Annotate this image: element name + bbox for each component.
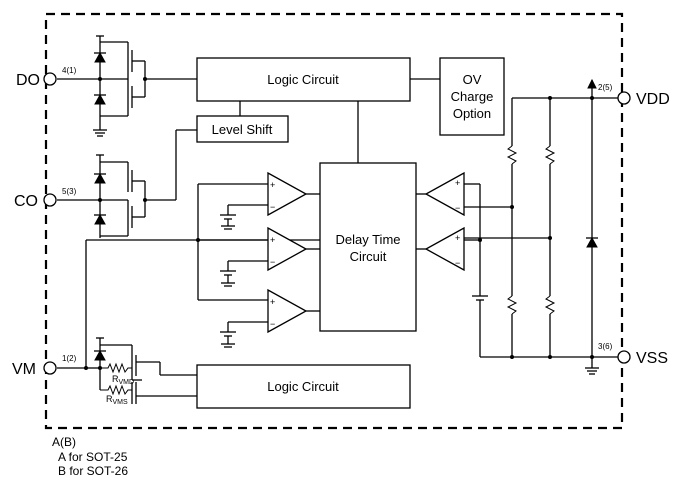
do-pin-label: DO xyxy=(16,72,40,89)
rcomp2-minus: − xyxy=(455,258,460,268)
vm-pin-label: VM xyxy=(12,361,36,378)
co-pin-label: CO xyxy=(14,193,38,210)
rcomp2-plus: + xyxy=(455,233,460,243)
rcomp1-plus: + xyxy=(455,178,460,188)
comp2-minus: − xyxy=(270,257,275,267)
vss-pin xyxy=(617,350,631,364)
vss-pin-number: 3(6) xyxy=(598,342,613,351)
note-line2: A for SOT-25 xyxy=(58,450,128,464)
ov-charge-option-block xyxy=(439,57,505,136)
comp2-plus: + xyxy=(270,235,275,245)
power-rails xyxy=(480,78,618,375)
co-pin-number: 5(3) xyxy=(62,187,77,196)
level-shift-label: Level Shift xyxy=(212,122,273,137)
vdd-pin-number: 2(5) xyxy=(598,83,613,92)
ov-label-line2: Charge xyxy=(451,89,494,104)
vm-pin-number: 1(2) xyxy=(62,354,77,363)
comp1-minus: − xyxy=(270,202,275,212)
note-line3: B for SOT-26 xyxy=(58,464,128,478)
vm-pin xyxy=(43,361,57,375)
left-comparators: + − + − + − xyxy=(196,171,320,348)
rvms-label: RVMS xyxy=(106,394,128,406)
co-output-stage xyxy=(57,129,197,238)
rcomp1-minus: − xyxy=(455,203,460,213)
delay-label-line1: Delay Time xyxy=(335,232,400,247)
vss-pin-label: VSS xyxy=(636,350,668,367)
ov-label-line3: Option xyxy=(453,106,491,121)
vdd-pin-label: VDD xyxy=(636,91,670,108)
do-output-stage xyxy=(57,35,197,137)
vdd-pin xyxy=(617,91,631,105)
resistor-divider xyxy=(506,96,592,359)
level-shift-block xyxy=(196,115,289,143)
logic-circuit-bottom-label: Logic Circuit xyxy=(267,379,339,394)
logic-circuit-top-block xyxy=(196,57,411,102)
logic-circuit-bottom-block xyxy=(196,364,411,409)
comp1-plus: + xyxy=(270,180,275,190)
ov-label-line1: OV xyxy=(463,72,482,87)
rvmd-label: RVMD xyxy=(112,374,134,386)
ic-boundary xyxy=(44,12,624,430)
note-line1: A(B) xyxy=(52,435,76,449)
delay-label-line2: Circuit xyxy=(350,249,387,264)
logic-circuit-top-label: Logic Circuit xyxy=(267,72,339,87)
comp3-minus: − xyxy=(270,319,275,329)
right-comparators: + − + − xyxy=(416,171,552,357)
comp3-plus: + xyxy=(270,297,275,307)
delay-time-circuit-block xyxy=(319,162,417,332)
do-pin xyxy=(43,72,57,86)
do-pin-number: 4(1) xyxy=(62,66,77,75)
co-pin xyxy=(43,193,57,207)
